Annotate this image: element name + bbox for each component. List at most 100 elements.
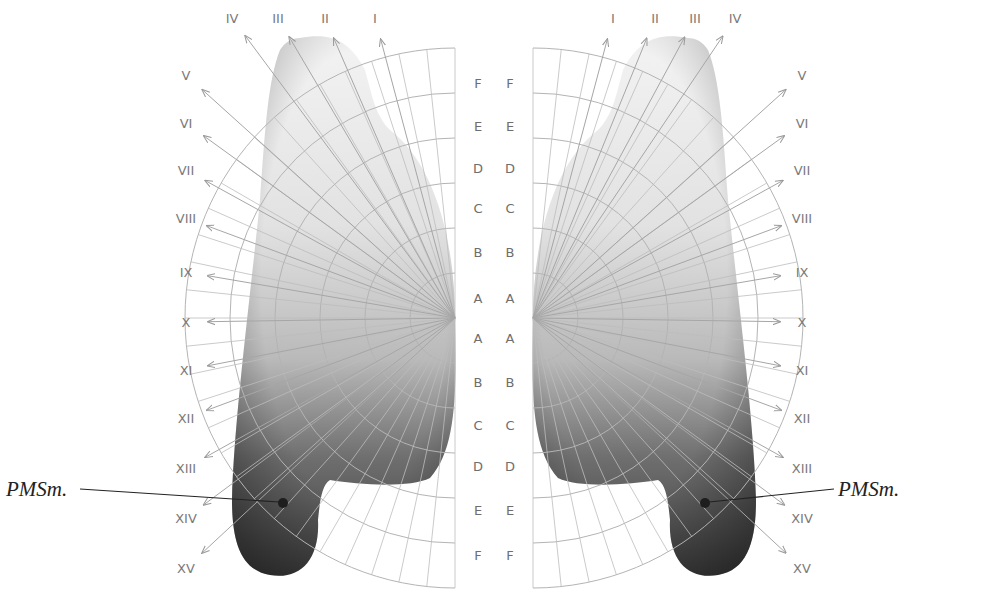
- roman-numeral: VIII: [792, 212, 812, 225]
- grid-arrow: [207, 226, 455, 318]
- arc-letter: E: [506, 120, 514, 133]
- arc-letter: E: [474, 504, 482, 517]
- grid-arrow: [533, 226, 781, 318]
- roman-numeral: IV: [729, 12, 742, 25]
- roman-numeral: II: [651, 12, 659, 25]
- arc-letter: D: [505, 460, 515, 473]
- leader-line: [80, 489, 279, 502]
- roman-numeral: X: [182, 316, 191, 329]
- roman-numeral: V: [182, 69, 191, 82]
- roman-numeral: XIV: [791, 512, 813, 525]
- grid-ray: [533, 49, 561, 318]
- arc-letter: D: [505, 162, 515, 175]
- polar-grid: [185, 36, 803, 588]
- grid-arrow: [533, 181, 783, 318]
- point-label: PMSm.: [838, 479, 899, 500]
- arc-letter: A: [474, 292, 483, 305]
- roman-numeral: XIII: [792, 462, 812, 475]
- grid-arrow: [208, 276, 455, 318]
- grid-ray: [221, 318, 455, 453]
- roman-numeral: XI: [796, 364, 809, 377]
- grid-arrow: [204, 318, 455, 505]
- grid-arrow: [202, 90, 455, 318]
- grid-ray: [533, 318, 734, 499]
- grid-ray: [455, 48, 456, 318]
- grid-ray: [533, 318, 802, 346]
- grid-ray: [533, 262, 797, 318]
- grid-ray: [533, 318, 692, 536]
- grid-ray: [427, 318, 455, 587]
- grid-ray: [533, 290, 802, 318]
- grid-arrow: [533, 318, 786, 553]
- grid-arrow: [208, 318, 455, 322]
- grid-arrow: [204, 136, 455, 318]
- arc-letter: C: [473, 202, 482, 215]
- grid-arrow: [533, 318, 780, 322]
- grid-arrow: [207, 318, 455, 410]
- roman-numeral: VII: [794, 164, 811, 177]
- roman-numeral: VI: [180, 117, 193, 130]
- grid-ray: [533, 71, 643, 318]
- grid-arrow: [533, 36, 723, 318]
- arc-letter: F: [506, 549, 513, 562]
- roman-numeral: XIII: [176, 462, 196, 475]
- grid-arrow: [533, 39, 607, 318]
- grid-ray: [208, 318, 455, 428]
- leader-line: [709, 489, 834, 502]
- grid-ray: [296, 318, 455, 536]
- grid-ray: [399, 318, 455, 582]
- roman-numeral: III: [272, 12, 284, 25]
- roman-numeral: X: [798, 316, 807, 329]
- grid-arc: [185, 48, 455, 588]
- roman-numeral: XV: [793, 562, 811, 575]
- roman-numeral: XII: [794, 412, 811, 425]
- arc-letter: A: [506, 332, 515, 345]
- grid-ray: [399, 54, 455, 318]
- grid-ray: [533, 48, 534, 318]
- point-label: PMSm.: [6, 479, 67, 500]
- roman-numeral: VIII: [176, 212, 196, 225]
- roman-numeral: V: [798, 69, 807, 82]
- measure-point: [700, 498, 710, 508]
- grid-ray: [533, 318, 668, 552]
- leader-lines: [80, 489, 834, 508]
- arc-letter: B: [506, 376, 515, 389]
- grid-arrow: [533, 318, 783, 457]
- roman-numeral: XI: [180, 364, 193, 377]
- grid-arrow: [289, 37, 455, 318]
- grid-arrow: [205, 318, 455, 457]
- arc-letter: B: [506, 246, 515, 259]
- arc-letter: D: [473, 460, 483, 473]
- grid-arrow: [533, 90, 786, 318]
- grid-arrow: [202, 318, 455, 553]
- arc-letter: C: [505, 202, 514, 215]
- arc-letter: C: [505, 419, 514, 432]
- arc-letter: E: [506, 504, 514, 517]
- roman-numeral: IX: [180, 266, 193, 279]
- grid-arrow: [533, 318, 781, 410]
- roman-numeral: IX: [796, 266, 809, 279]
- grid-arrow: [245, 36, 455, 318]
- grid-arrow: [205, 181, 455, 318]
- grid-ray: [191, 318, 455, 374]
- grid-ray: [533, 318, 534, 588]
- grid-ray: [533, 318, 561, 587]
- arc-letter: C: [473, 419, 482, 432]
- arc-letter: F: [474, 77, 481, 90]
- grid-arc: [533, 48, 803, 588]
- arc-letter: D: [473, 162, 483, 175]
- grid-ray: [533, 318, 643, 565]
- grid-ray: [198, 318, 455, 401]
- roman-numeral: III: [689, 12, 701, 25]
- measure-point: [278, 498, 288, 508]
- grid-ray: [533, 318, 797, 374]
- grid-ray: [533, 84, 668, 318]
- grid-ray: [533, 100, 692, 318]
- grid-ray: [320, 318, 455, 552]
- grid-arrow: [533, 38, 647, 318]
- roman-numeral: IV: [226, 12, 239, 25]
- arc-letter: F: [474, 549, 481, 562]
- grid-arrow: [381, 39, 455, 318]
- roman-numeral: I: [611, 12, 615, 25]
- arc-letter: F: [506, 77, 513, 90]
